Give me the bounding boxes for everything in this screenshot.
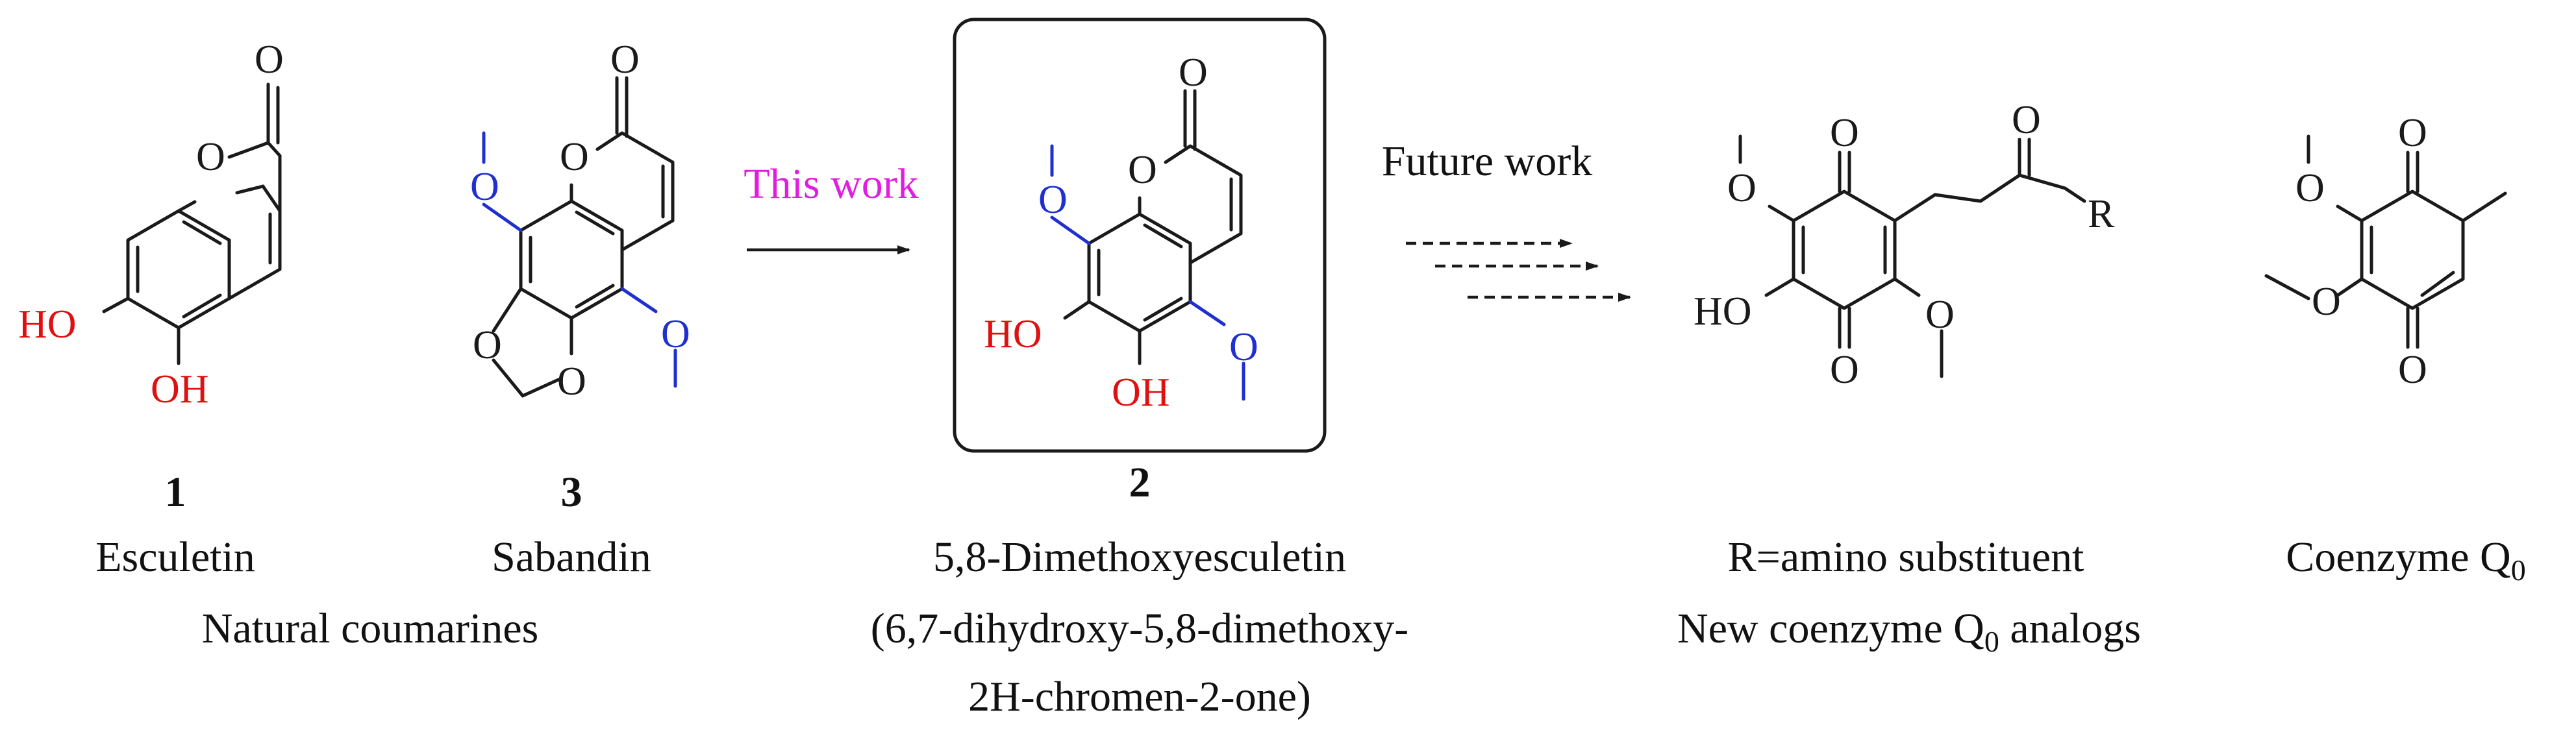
esculetin-benzene-ring <box>126 209 231 330</box>
highlight-box-compound-2 <box>953 18 1327 453</box>
coq0-quinone-oxygen-top: O <box>2398 111 2427 155</box>
analog-caption-line-2: New coenzyme Q0 analogs <box>1677 605 2141 658</box>
dimethoxyesculetin-hydroxyl-6: OH <box>1112 371 1170 415</box>
dimethoxyesculetin-ring-oxygen: O <box>1128 148 1157 192</box>
group-label-natural-coumarines: Natural coumarines <box>202 605 539 652</box>
esculetin-ring-oxygen: O <box>196 135 225 179</box>
sabandin-number: 3 <box>561 469 582 516</box>
sabandin-dioxole-oxygen-2: O <box>557 360 586 404</box>
coq0-quinone-ring <box>2360 189 2465 310</box>
dimethoxyesculetin-iupac-line-2: 2H-chromen-2-one) <box>968 673 1311 720</box>
this-work-label: This work <box>744 160 918 208</box>
coq0-methoxy-oxygen-1: O <box>2295 166 2325 210</box>
dimethoxyesculetin-benzene-ring <box>1087 212 1192 333</box>
sabandin-pyranone-ring <box>569 76 675 252</box>
structure-dimethoxyesculetin: O O O O HO OH <box>984 51 1258 415</box>
sabandin-carbonyl-oxygen: O <box>610 38 640 82</box>
structure-coenzyme-q0: O O O O <box>2264 111 2507 392</box>
analog-caption-line-1: R=amino substituent <box>1728 533 2084 581</box>
analog-r-group: R <box>2088 192 2115 236</box>
esculetin-name: Esculetin <box>95 533 255 581</box>
analog-hydroxyl: HO <box>1694 289 1752 334</box>
structure-coq0-analog: O O O O O R HO <box>1694 98 2115 392</box>
analog-methoxy-oxygen-2: O <box>1925 293 1955 337</box>
dimethoxyesculetin-iupac-line-1: (6,7-dihydroxy-5,8-dimethoxy- <box>871 605 1409 652</box>
sabandin-benzene-ring <box>519 199 624 320</box>
structure-esculetin: O O HO OH <box>18 38 284 411</box>
sabandin-dioxole-oxygen-1: O <box>473 323 502 367</box>
sabandin-methoxy-oxygen-2: O <box>661 312 690 356</box>
dimethoxyesculetin-number: 2 <box>1129 459 1151 506</box>
coenzyme-q0-name: Coenzyme Q0 <box>2286 533 2525 587</box>
sabandin-methoxy-oxygen-1: O <box>470 165 499 209</box>
dimethoxyesculetin-methoxy-oxygen-5: O <box>1229 325 1258 369</box>
coq0-methoxy-oxygen-2: O <box>2312 280 2341 324</box>
analog-methoxy-oxygen-1: O <box>1727 166 1757 210</box>
coq0-quinone-oxygen-bottom: O <box>2398 348 2427 392</box>
esculetin-carbonyl-oxygen: O <box>255 38 284 82</box>
dimethoxyesculetin-name: 5,8-Dimethoxyesculetin <box>933 533 1346 581</box>
future-work-arrows <box>1406 239 1631 302</box>
dimethoxyesculetin-methoxy-oxygen-8: O <box>1038 178 1068 222</box>
sabandin-dioxole-ring <box>492 287 573 398</box>
esculetin-pyranone-ring <box>177 82 282 300</box>
analog-quinone-ring <box>1792 189 1897 310</box>
analog-quinone-oxygen-bottom: O <box>1830 348 1859 392</box>
esculetin-hydroxyl-6: OH <box>151 367 209 411</box>
esculetin-hydroxyl-7: HO <box>18 302 77 347</box>
analog-ketone-oxygen: O <box>2012 98 2041 142</box>
future-work-label: Future work <box>1382 138 1592 185</box>
esculetin-number: 1 <box>165 469 186 516</box>
dimethoxyesculetin-carbonyl-oxygen: O <box>1179 51 1208 95</box>
sabandin-name: Sabandin <box>492 533 651 581</box>
dimethoxyesculetin-pyranone-ring <box>1138 89 1243 265</box>
analog-quinone-oxygen-top: O <box>1830 111 1859 155</box>
dimethoxyesculetin-hydroxyl-7: HO <box>984 312 1042 356</box>
sabandin-ring-oxygen: O <box>560 135 589 179</box>
structure-sabandin: O O O O O O <box>470 38 690 404</box>
